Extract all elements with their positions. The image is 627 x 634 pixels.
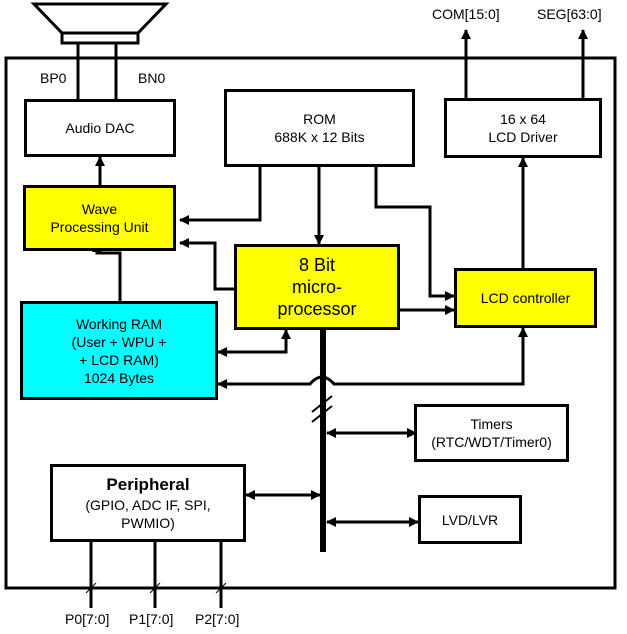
block-audio-dac: Audio DAC	[24, 99, 176, 157]
block-peripheral: Peripheral (GPIO, ADC IF, SPI, PWMIO)	[50, 464, 246, 542]
ram-label-3: + LCD RAM)	[79, 351, 159, 368]
wire-ram-lcdc	[217, 327, 528, 389]
timers-label: Timers	[470, 416, 513, 432]
wire-rom-wpu	[179, 165, 262, 225]
lvd-label: LVD/LVR	[441, 511, 499, 528]
peripheral-detail-1: (GPIO, ADC IF, SPI,	[85, 497, 211, 513]
ram-label-1: Working RAM	[75, 315, 163, 332]
wire-ram-wpu	[92, 242, 122, 302]
audio-dac-label: Audio DAC	[65, 120, 135, 136]
bus-slash-2	[311, 405, 333, 423]
rom-size: 688K x 12 Bits	[274, 129, 365, 145]
block-lcd-driver: 16 x 64 LCD Driver	[444, 98, 602, 158]
wire-cpu-ram	[217, 329, 291, 357]
signal-bp0: BP0	[40, 70, 67, 86]
ram-label-2: (User + WPU +	[71, 333, 167, 350]
ram-size: 1024 Bytes	[83, 369, 155, 386]
peripheral-detail-2: PWMIO)	[121, 515, 175, 531]
lcd-controller-label: LCD controller	[480, 290, 571, 306]
signal-com: COM[15:0]	[432, 6, 500, 22]
block-timers: Timers (RTC/WDT/Timer0)	[414, 404, 569, 462]
signal-bn0: BN0	[138, 70, 166, 86]
bus-slash-1	[311, 395, 333, 413]
signal-seg: SEG[63:0]	[537, 6, 602, 22]
block-lvd-lvr: LVD/LVR	[418, 495, 522, 544]
signal-p1: P1[7:0]	[129, 611, 174, 627]
wire-cpu-wpu	[179, 238, 236, 291]
block-working-ram: Working RAM (User + WPU + + LCD RAM) 102…	[20, 301, 218, 400]
wire-rom-lcdc	[374, 165, 455, 301]
signal-p2: P2[7:0]	[195, 611, 240, 627]
block-lcd-controller: LCD controller	[454, 268, 597, 328]
lcd-driver-label: LCD Driver	[488, 129, 558, 145]
wpu-label-1: Wave	[81, 201, 118, 217]
lcd-driver-size: 16 x 64	[500, 111, 546, 127]
cpu-label-3: processor	[277, 299, 357, 319]
cpu-label-2: micro-	[292, 277, 342, 297]
peripheral-title: Peripheral	[106, 475, 190, 494]
block-cpu: 8 Bit micro- processor	[234, 244, 400, 330]
block-rom: ROM 688K x 12 Bits	[224, 89, 415, 167]
speaker-icon	[30, 2, 170, 45]
block-wpu: Wave Processing Unit	[23, 185, 176, 251]
chip-boundary	[4, 56, 617, 590]
signal-p0: P0[7:0]	[65, 611, 110, 627]
cpu-label-1: 8 Bit	[298, 255, 336, 275]
wpu-label-2: Processing Unit	[50, 219, 149, 235]
timers-detail: (RTC/WDT/Timer0)	[431, 434, 552, 450]
rom-label: ROM	[303, 111, 336, 127]
